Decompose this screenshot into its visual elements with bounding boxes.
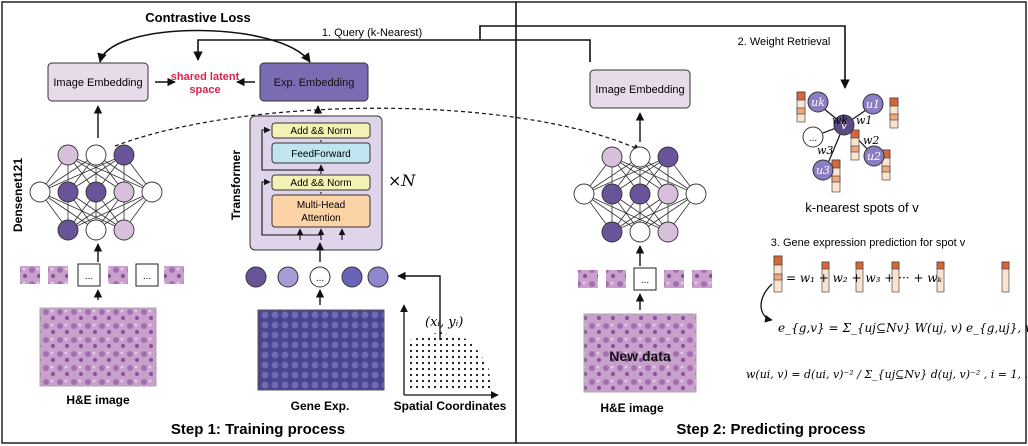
- feedforward-label: FeedForward: [291, 149, 350, 160]
- shared-weights-dashed-arrow: [114, 107, 641, 151]
- spatial-coords-label: Spatial Coordinates: [394, 399, 507, 413]
- he-image-new-label: H&E image: [600, 401, 664, 415]
- weight-retrieval-label: 2. Weight Retrieval: [738, 36, 831, 48]
- new-data-label: New data: [609, 348, 671, 364]
- add-norm-top-label: Add && Norm: [290, 126, 351, 137]
- exp-embedding-label: Exp. Embedding: [274, 77, 355, 89]
- token-ellipsis: ...: [316, 273, 324, 284]
- weight-w2: w2: [863, 134, 879, 147]
- node-u2: u2: [867, 150, 881, 163]
- gene-pred-label: 3. Gene expression prediction for spot v: [771, 237, 966, 249]
- image-embedding-box-2: [589, 69, 691, 109]
- shared-latent-line1: shared latent: [171, 71, 240, 83]
- prediction-bars: [773, 255, 1010, 293]
- image-embedding-label-2: Image Embedding: [595, 84, 684, 96]
- node-u3: u3: [816, 164, 830, 177]
- he-image-new: [583, 313, 697, 393]
- image-embedding-label: Image Embedding: [53, 77, 142, 89]
- weight-wk: wk: [832, 114, 848, 127]
- formula-2: w(ui, v) = d(ui, v)⁻² / Σ_{uj⊆Nv} d(uj, …: [746, 368, 1028, 381]
- arrow-pred-to-formula: [760, 283, 773, 323]
- transformer-label: Transformer: [229, 150, 243, 220]
- densenet-label: Densenet121: [11, 158, 25, 232]
- contrastive-loss-arrow: [97, 29, 311, 63]
- node-dots: ...: [809, 133, 817, 144]
- image-patches-row: [20, 263, 184, 287]
- patch-ellipsis-3: ...: [641, 275, 649, 286]
- node-uk: uk: [811, 96, 825, 109]
- query-label: 1. Query (k-Nearest): [322, 27, 422, 39]
- transformer-residual-arrows: [261, 126, 346, 240]
- shared-latent-line2: space: [189, 84, 220, 96]
- exp-embedding-box: [259, 62, 369, 102]
- knn-graph: [796, 91, 899, 193]
- image-patches-row-2: [578, 267, 712, 291]
- weight-retrieval-arrow: [479, 25, 850, 89]
- add-norm-top-box: [271, 122, 371, 139]
- he-image-train: [39, 307, 157, 387]
- formula-1: e_{g,v} = Σ_{uj⊆Nv} W(uj, v) e_{g,uj}, w…: [778, 321, 1028, 335]
- query-arrow: [193, 39, 591, 62]
- feedforward-box: [271, 142, 371, 164]
- coords-point-cloud: [410, 332, 492, 390]
- image-embedding-box: [47, 62, 149, 102]
- step2-title: Step 2: Predicting process: [676, 421, 865, 438]
- gene-exp-image: [257, 309, 385, 391]
- mha-label-line2: Attention: [301, 213, 340, 224]
- k-nearest-label: k-nearest spots of v: [805, 200, 919, 215]
- step1-title: Step 1: Training process: [171, 421, 345, 438]
- node-u1: u1: [866, 98, 880, 111]
- densenet-network-2: [573, 146, 707, 243]
- weight-w1: w1: [856, 114, 872, 127]
- step2-panel: [515, 1, 1027, 444]
- densenet-network: [29, 144, 163, 241]
- patch-ellipsis-2: ...: [143, 271, 151, 282]
- mha-label-line1: Multi-Head: [297, 200, 345, 211]
- node-v: v: [841, 118, 848, 132]
- weight-w3: w3: [817, 144, 833, 157]
- times-n-label: ×N: [388, 171, 416, 190]
- he-image-train-label: H&E image: [66, 393, 130, 407]
- patch-ellipsis-1: ...: [85, 271, 93, 282]
- sum-equation: = w₁ + w₂ + w₃ + ··· + wₖ: [786, 271, 943, 285]
- gene-token-row: [245, 266, 389, 288]
- add-norm-bottom-label: Add && Norm: [290, 178, 351, 189]
- mha-box: [271, 194, 371, 228]
- gene-exp-label: Gene Exp.: [291, 399, 350, 413]
- coord-label: (xᵢ, yᵢ): [425, 315, 463, 330]
- arrow-coords-to-tokens: [397, 271, 441, 340]
- add-norm-bottom-box: [271, 174, 371, 191]
- contrastive-loss-label: Contrastive Loss: [145, 10, 250, 25]
